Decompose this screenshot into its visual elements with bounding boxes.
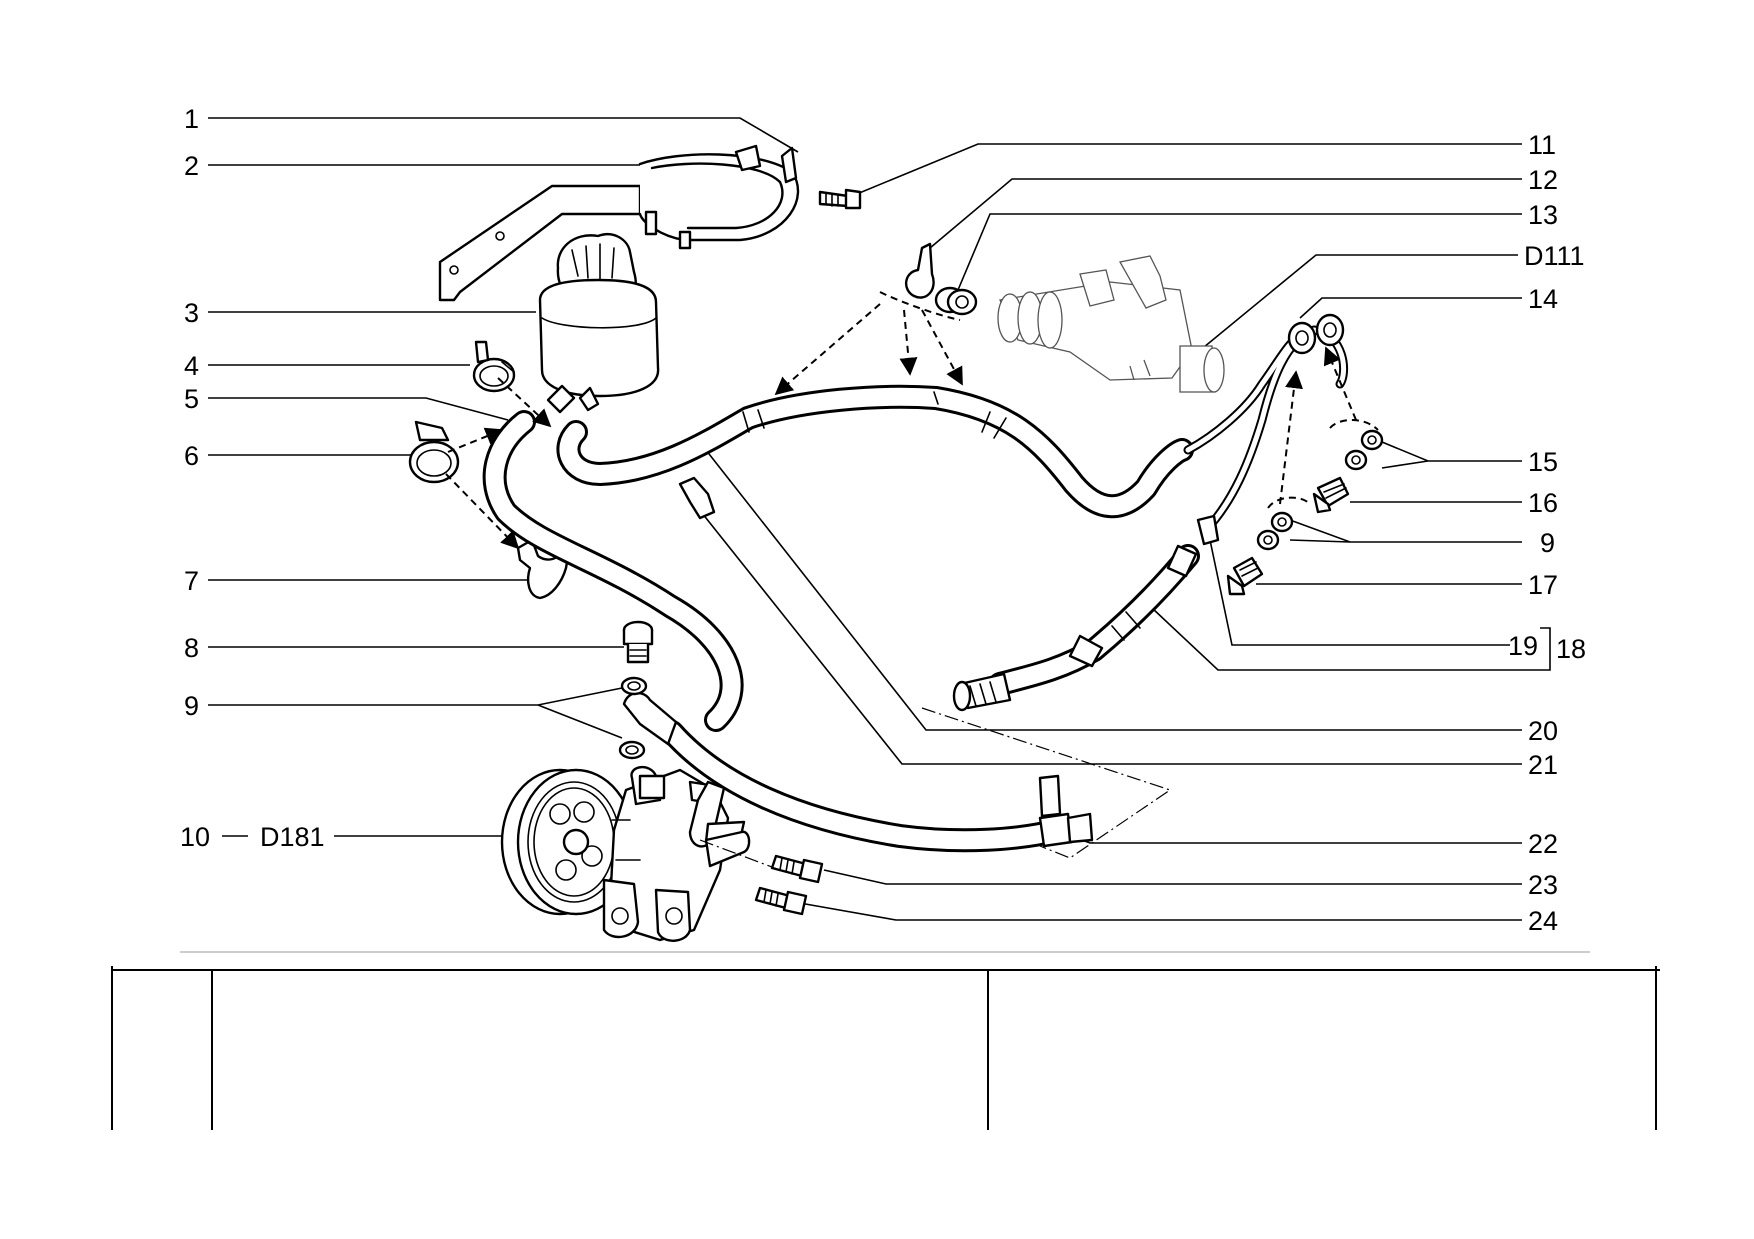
callout-18: 18 [1556, 634, 1586, 664]
bolt-23 [770, 854, 824, 884]
callout-15: 15 [1528, 447, 1558, 477]
clip-21 [678, 476, 716, 520]
pressure-pipe [622, 691, 1094, 853]
washers-15 [1344, 429, 1384, 471]
leader-13 [957, 213, 1522, 291]
leader-5 [208, 397, 509, 421]
leader-1 [208, 117, 799, 153]
callout-21: 21 [1528, 750, 1558, 780]
leader-23 [823, 869, 1522, 885]
callout-9-left: 9 [184, 691, 199, 721]
leader-9-right [1289, 519, 1522, 543]
steering-rack [997, 255, 1225, 393]
hose-clamp-6 [408, 420, 460, 484]
callout-1: 1 [184, 104, 199, 134]
callout-13: 13 [1528, 200, 1558, 230]
hose-clip [516, 538, 570, 600]
leader-11 [851, 143, 1522, 197]
callout-16: 16 [1528, 488, 1558, 518]
leader-lines [208, 117, 1551, 921]
callout-14: 14 [1528, 284, 1558, 314]
leader-d111 [1197, 254, 1518, 353]
fluid-reservoir [538, 233, 660, 414]
hose-clamp-4 [472, 340, 516, 393]
callout-19: 19 [1508, 631, 1538, 661]
steering-pump [500, 766, 751, 942]
leader-18-bracket [1540, 627, 1551, 671]
callout-20: 20 [1528, 716, 1558, 746]
metal-pipe [1183, 313, 1349, 546]
callout-23: 23 [1528, 870, 1558, 900]
plug-8 [622, 620, 654, 664]
leader-15 [1381, 441, 1522, 469]
return-hose [482, 410, 744, 732]
callout-d181: D181 [260, 822, 325, 852]
leader-19 [1209, 539, 1510, 646]
title-block [111, 951, 1660, 1130]
reservoir-bracket [438, 144, 800, 302]
callout-24: 24 [1528, 906, 1558, 936]
bolt-24 [754, 886, 808, 916]
callouts-right: 11 12 13 D111 14 15 16 9 17 19 18 20 21 … [1508, 130, 1586, 936]
washers-9-left [618, 676, 648, 760]
bolt-11 [818, 188, 862, 210]
callout-6: 6 [184, 441, 199, 471]
leader-14 [1299, 297, 1522, 319]
grommet-13 [934, 286, 978, 316]
banjo-bolt-17 [1226, 556, 1264, 596]
callout-22: 22 [1528, 829, 1558, 859]
callout-9-right: 9 [1540, 528, 1555, 558]
callout-11: 11 [1528, 130, 1556, 160]
leader-9-left [208, 687, 623, 739]
callout-12: 12 [1528, 165, 1558, 195]
leader-12 [929, 178, 1522, 249]
washers-9-right [1256, 511, 1294, 551]
leader-20 [701, 444, 1522, 731]
callout-8: 8 [184, 633, 199, 663]
callout-d111: D111 [1524, 241, 1585, 271]
pressure-hose [952, 544, 1200, 712]
callout-2: 2 [184, 151, 199, 181]
leader-22 [1067, 834, 1522, 844]
callout-10: 10 [180, 822, 210, 852]
leader-18 [1151, 607, 1540, 671]
callout-4: 4 [184, 351, 199, 381]
assembly-arrows [445, 291, 1379, 871]
callout-5: 5 [184, 384, 199, 414]
callout-17: 17 [1528, 570, 1558, 600]
clip-12 [905, 242, 935, 299]
supply-hose [556, 384, 1194, 519]
callout-3: 3 [184, 298, 199, 328]
callouts-left: 1 2 3 4 5 6 7 8 9 10 D181 [180, 104, 325, 852]
callout-7: 7 [184, 566, 199, 596]
leader-21 [697, 507, 1522, 765]
banjo-bolt-16 [1312, 476, 1350, 514]
leader-24 [793, 901, 1522, 921]
